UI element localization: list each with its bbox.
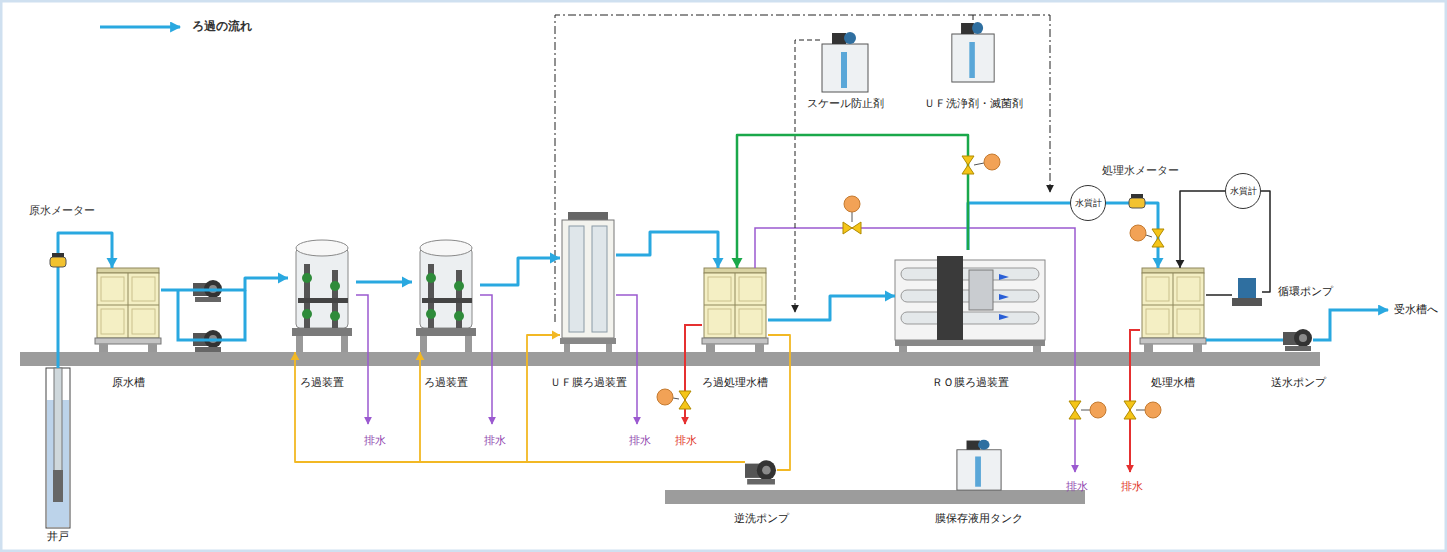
pipe-line — [768, 335, 790, 470]
equipment-label: スケール防止剤 — [807, 97, 884, 110]
plain-label: 処理水メーター — [1102, 164, 1179, 177]
pipe-connector — [768, 291, 895, 321]
meter-circle: 水質計 — [1225, 173, 1261, 209]
floor — [20, 352, 1320, 504]
pipe-line — [737, 135, 968, 268]
pipe-connector — [968, 203, 1164, 268]
plain-label: 排水 — [675, 434, 697, 447]
pipe-line — [58, 233, 112, 368]
arrow-head — [291, 352, 300, 360]
pipe-connector — [527, 331, 745, 462]
pipe-connector — [1176, 191, 1225, 268]
equipment-node: 膜保存液用タンク — [955, 438, 1003, 490]
equipment-node: 送水ポンプ — [1283, 326, 1313, 352]
pipe-line — [527, 335, 745, 462]
pipe-line — [1206, 294, 1232, 296]
plain-label: 排水 — [1066, 480, 1088, 493]
equipment-node: ＵＦ洗浄剤・滅菌剤 — [950, 20, 996, 82]
meter-label: 水質計 — [1075, 198, 1102, 209]
pipe-connector — [416, 352, 745, 462]
pipe-connector — [732, 135, 969, 268]
pipe-line — [1180, 191, 1225, 268]
pipe-line — [480, 258, 560, 285]
arrow-head — [1176, 260, 1185, 268]
pipe-connector — [616, 232, 724, 268]
equipment-label: ＵＦ膜ろ過装置 — [550, 376, 627, 389]
equipment-label: 井戸 — [47, 530, 69, 543]
equipment-label: ＲＯ膜ろ過装置 — [932, 376, 1009, 389]
pipe-line — [768, 296, 895, 320]
plain-label: 受水槽へ — [1394, 303, 1438, 316]
plain-label: 排水 — [1121, 480, 1143, 493]
equipment-label: ろ過装置 — [424, 376, 468, 389]
arrow-head — [416, 352, 425, 360]
pipe-connector — [480, 253, 560, 286]
arrow-head — [1153, 258, 1164, 268]
arrow-head — [713, 258, 724, 268]
pipe-line — [968, 203, 1158, 268]
meter-circle: 水質計 — [1070, 185, 1106, 221]
equipment-label: 循環ポンプ — [1278, 285, 1333, 298]
equipment-node: ろ過処理水槽 — [702, 268, 768, 352]
arrow-head — [550, 253, 560, 264]
equipment-node: 原水槽 — [95, 268, 161, 352]
equipment-label: 処理水槽 — [1151, 376, 1195, 389]
equipment-node: ろ過装置 — [412, 236, 480, 352]
pipe-connector — [356, 277, 412, 288]
piping — [178, 15, 1388, 472]
pipe-connector — [58, 233, 118, 368]
pipe-line — [161, 278, 288, 290]
pipe-connector — [768, 335, 790, 470]
pipe-line — [1206, 339, 1283, 342]
valves — [657, 154, 1164, 419]
arrow-head — [107, 258, 118, 268]
arrow-head — [552, 331, 560, 340]
pipe-connector — [1261, 191, 1270, 292]
pipe-line — [420, 352, 745, 462]
meters — [50, 194, 1145, 267]
legend-text: ろ過の流れ — [192, 20, 252, 33]
plain-label: 排水 — [629, 434, 651, 447]
pipe-line — [1261, 191, 1270, 292]
equipment-node: 循環ポンプ — [1232, 278, 1262, 306]
equipment-node: 井戸 — [46, 368, 70, 528]
arrow-head — [885, 291, 895, 302]
plain-label: 排水 — [364, 434, 386, 447]
equipment-node: ろ過装置 — [288, 236, 356, 352]
equipment — [95, 22, 1312, 490]
equipment-label: ろ過装置 — [300, 376, 344, 389]
equipment-node: スケール防止剤 — [820, 30, 870, 92]
equipment-node: ＲＯ膜ろ過装置 — [895, 250, 1045, 352]
arrow-head — [402, 277, 412, 288]
equipment-node: ＵＦ膜ろ過装置 — [560, 212, 616, 352]
pipe-connector — [1206, 340, 1283, 341]
well — [46, 368, 70, 528]
equipment-label: 膜保存液用タンク — [935, 512, 1023, 525]
equipment-label: 送水ポンプ — [1271, 376, 1326, 389]
pipe-connector — [161, 273, 288, 291]
equipment-label: 逆洗ポンプ — [734, 512, 789, 525]
pipe-line — [295, 352, 745, 462]
meter-label: 水質計 — [1230, 186, 1257, 197]
equipment-label: 原水槽 — [112, 376, 145, 389]
pipe-connector — [291, 352, 745, 462]
arrow-head — [732, 258, 743, 268]
plain-label: 排水 — [484, 434, 506, 447]
equipment-label: ろ過処理水槽 — [702, 376, 768, 389]
pipe-line — [616, 232, 718, 268]
equipment-node: 処理水槽 — [1140, 268, 1206, 352]
legend-sample — [100, 27, 180, 28]
pipe-connector — [1206, 295, 1232, 296]
equipment-label: ＵＦ洗浄剤・滅菌剤 — [924, 97, 1023, 110]
plain-label: 原水メーター — [29, 204, 95, 217]
arrow-head — [278, 273, 288, 284]
equipment-node: 逆洗ポンプ — [745, 456, 777, 486]
